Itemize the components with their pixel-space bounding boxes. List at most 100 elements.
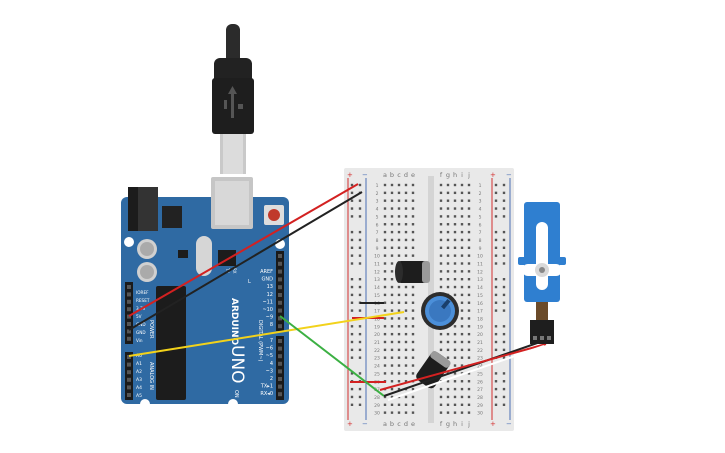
- row-label: 7: [376, 230, 379, 236]
- rail-hole: [350, 199, 354, 202]
- electrolytic-capacitor[interactable]: [414, 350, 452, 390]
- hole: [383, 246, 387, 249]
- rail-hole: [494, 238, 498, 242]
- arduino-uno[interactable]: ARDUINO UNO ON POWER ANALOG IN DIGITAL (…: [121, 177, 289, 409]
- rail-hole: [494, 262, 498, 265]
- rail-hole: [350, 348, 354, 352]
- hole: [439, 348, 443, 352]
- hole: [439, 207, 443, 210]
- regulator: [162, 206, 182, 228]
- hole: [439, 332, 443, 336]
- column-label: b: [390, 171, 394, 179]
- wire-black-gnd[interactable]: [128, 191, 363, 331]
- hole: [383, 191, 387, 195]
- hole: [453, 223, 457, 226]
- header-pin: [278, 277, 282, 282]
- hole: [383, 325, 387, 328]
- hole: [453, 387, 457, 391]
- column-label: f: [440, 171, 443, 179]
- column-label: b: [390, 420, 394, 428]
- hole: [383, 293, 387, 297]
- rail-hole: [358, 215, 362, 218]
- rail-hole: [350, 191, 354, 195]
- hole: [390, 278, 394, 281]
- hole: [446, 223, 450, 226]
- header-pins: [127, 254, 282, 397]
- rail-plus-label: +: [347, 420, 353, 428]
- hole: [383, 309, 387, 312]
- wire-red-5v[interactable]: [128, 183, 359, 317]
- rail-hole: [358, 309, 362, 312]
- hole: [397, 230, 401, 234]
- row-label: 10: [477, 254, 483, 260]
- hole: [383, 364, 387, 367]
- hole: [404, 215, 408, 218]
- hole: [460, 332, 464, 336]
- header-pin: [127, 362, 131, 367]
- wire-servo-black[interactable]: [383, 339, 547, 397]
- hole: [397, 301, 401, 304]
- usb-cable[interactable]: [212, 24, 254, 174]
- hole: [467, 230, 471, 234]
- micro-servo[interactable]: [518, 202, 566, 344]
- analog-header: [125, 352, 133, 400]
- tx-led-label: TX: [225, 267, 230, 273]
- hole: [460, 199, 464, 202]
- row-label: 17: [477, 309, 483, 315]
- hole: [397, 325, 401, 328]
- hole: [446, 395, 450, 399]
- rail-hole: [502, 301, 506, 304]
- hole: [439, 262, 443, 265]
- rail-hole: [502, 262, 506, 265]
- row-label: 5: [479, 214, 482, 220]
- pin-label: Vin: [136, 338, 143, 343]
- wire-servo-red[interactable]: [379, 343, 547, 391]
- rail-hole: [502, 372, 506, 375]
- hole: [404, 356, 408, 359]
- hole: [390, 332, 394, 336]
- hole: [404, 223, 408, 226]
- hole: [404, 207, 408, 210]
- hole: [453, 332, 457, 336]
- hole: [390, 325, 394, 328]
- hole: [439, 223, 443, 226]
- wire-servo-signal[interactable]: [387, 345, 545, 401]
- hole: [439, 387, 443, 391]
- rail-hole: [494, 254, 498, 257]
- hole: [460, 364, 464, 367]
- row-label: 1: [376, 183, 379, 189]
- potentiometer[interactable]: [421, 292, 459, 330]
- row-label: 4: [479, 207, 482, 213]
- hole: [383, 285, 387, 289]
- electrolytic-capacitor[interactable]: [395, 261, 430, 283]
- hole: [453, 238, 457, 242]
- wire-green-d9[interactable]: [279, 315, 385, 397]
- header-pin: [127, 307, 131, 312]
- header-pin: [127, 329, 131, 334]
- arduino-model-text: UNO: [227, 345, 247, 384]
- rail-hole: [358, 340, 362, 344]
- row-label: 11: [374, 262, 380, 268]
- rail-hole: [358, 325, 362, 328]
- hole: [460, 403, 464, 406]
- header-pin: [127, 292, 131, 297]
- rail-hole: [494, 301, 498, 304]
- rail-hole: [358, 278, 362, 281]
- rail-hole: [502, 199, 506, 202]
- hole: [397, 207, 401, 210]
- rail-hole: [358, 183, 362, 187]
- pin-label: ~5: [266, 353, 273, 359]
- hole: [460, 301, 464, 304]
- hole: [404, 293, 408, 297]
- hole: [460, 246, 464, 249]
- hole: [439, 246, 443, 249]
- hole: [439, 230, 443, 234]
- wire-yellow-a0[interactable]: [128, 311, 405, 357]
- row-label: 21: [477, 340, 483, 346]
- hole: [446, 230, 450, 234]
- rail-hole: [358, 207, 362, 210]
- rail-hole: [358, 230, 362, 234]
- row-label: 18: [374, 316, 380, 322]
- row-label: 20: [477, 332, 483, 338]
- hole: [453, 183, 457, 187]
